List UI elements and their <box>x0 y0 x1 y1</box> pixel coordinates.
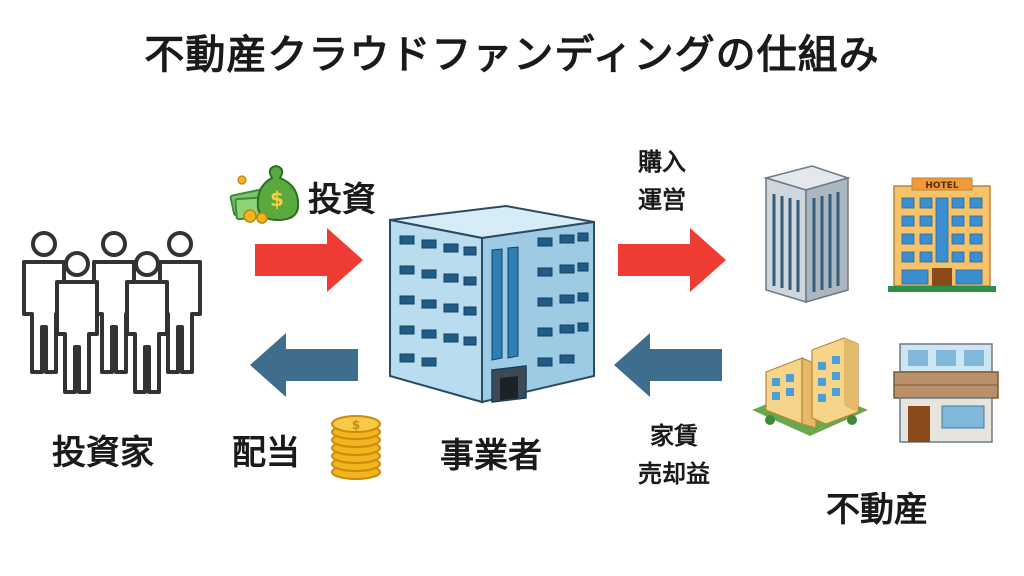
investors-label: 投資家 <box>52 433 154 473</box>
people-group-icon <box>22 230 207 395</box>
real-estate-label: 不動産 <box>826 490 928 530</box>
svg-text:$: $ <box>352 418 360 432</box>
page-title: 不動産クラウドファンディングの仕組み <box>144 32 880 78</box>
coin-stack-icon: $ <box>328 410 384 482</box>
hotel-sign: HOTEL <box>925 181 958 191</box>
money-bag-icon: $ <box>228 160 304 224</box>
operator-label: 事業者 <box>440 436 542 476</box>
office-building-icon <box>388 198 600 406</box>
hotel-icon: HOTEL <box>888 172 998 300</box>
purchase-line-1: 購入 <box>638 148 686 176</box>
dividend-arrow <box>248 333 358 397</box>
dividend-label: 配当 <box>232 433 300 473</box>
rent-line-2: 売却益 <box>638 460 710 488</box>
invest-label: 投資 <box>308 180 376 220</box>
purchase-label: 購入 運営 <box>622 146 702 216</box>
invest-arrow <box>255 228 365 292</box>
purchase-arrow <box>618 228 728 292</box>
rent-line-1: 家賃 <box>650 422 698 450</box>
rent-label: 家賃 売却益 <box>628 420 720 490</box>
purchase-line-2: 運営 <box>638 186 686 214</box>
svg-text:$: $ <box>270 187 284 211</box>
tower-building-icon <box>756 160 856 306</box>
rent-arrow <box>612 333 722 397</box>
shop-icon <box>892 338 1000 446</box>
apartment-icon <box>752 328 868 440</box>
